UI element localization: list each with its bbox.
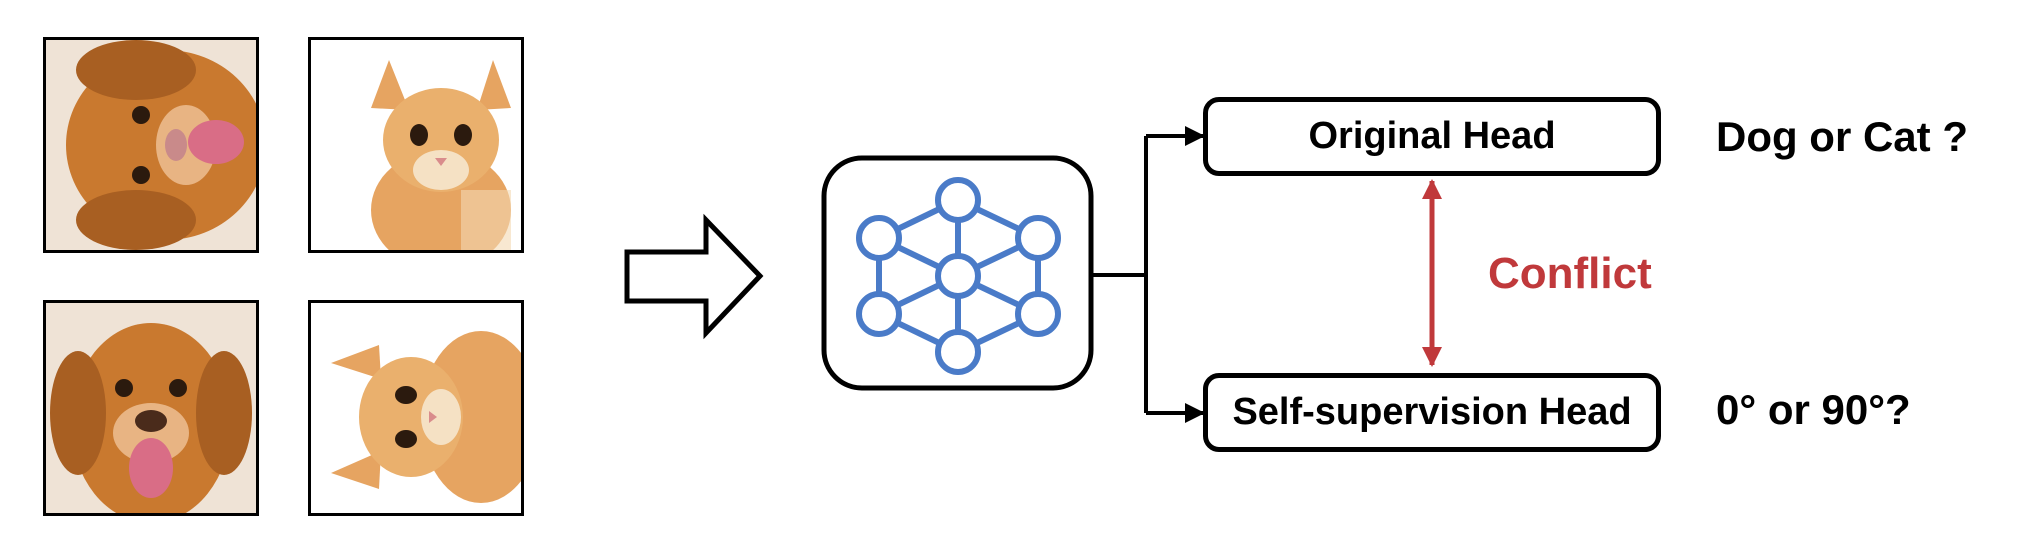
image-cat-rotated xyxy=(308,300,524,516)
image-cat-upright xyxy=(308,37,524,253)
image-dog-rotated xyxy=(43,37,259,253)
input-arrow-icon xyxy=(624,213,764,340)
neural-network-icon xyxy=(856,177,1061,375)
class-question-text: Dog or Cat ? xyxy=(1716,113,1968,160)
dog-upright-icon xyxy=(46,303,256,513)
cat-upright-icon xyxy=(311,40,521,250)
self-supervision-head-box: Self-supervision Head xyxy=(1203,373,1661,452)
dog-rotated-icon xyxy=(46,40,256,250)
original-head-box: Original Head xyxy=(1203,97,1661,176)
conflict-label: Conflict xyxy=(1488,249,1652,298)
rotation-question-text: 0° or 90°? xyxy=(1716,386,1911,433)
cat-rotated-icon xyxy=(311,303,521,513)
branch-arrows xyxy=(1091,126,1205,423)
image-dog-upright xyxy=(43,300,259,516)
